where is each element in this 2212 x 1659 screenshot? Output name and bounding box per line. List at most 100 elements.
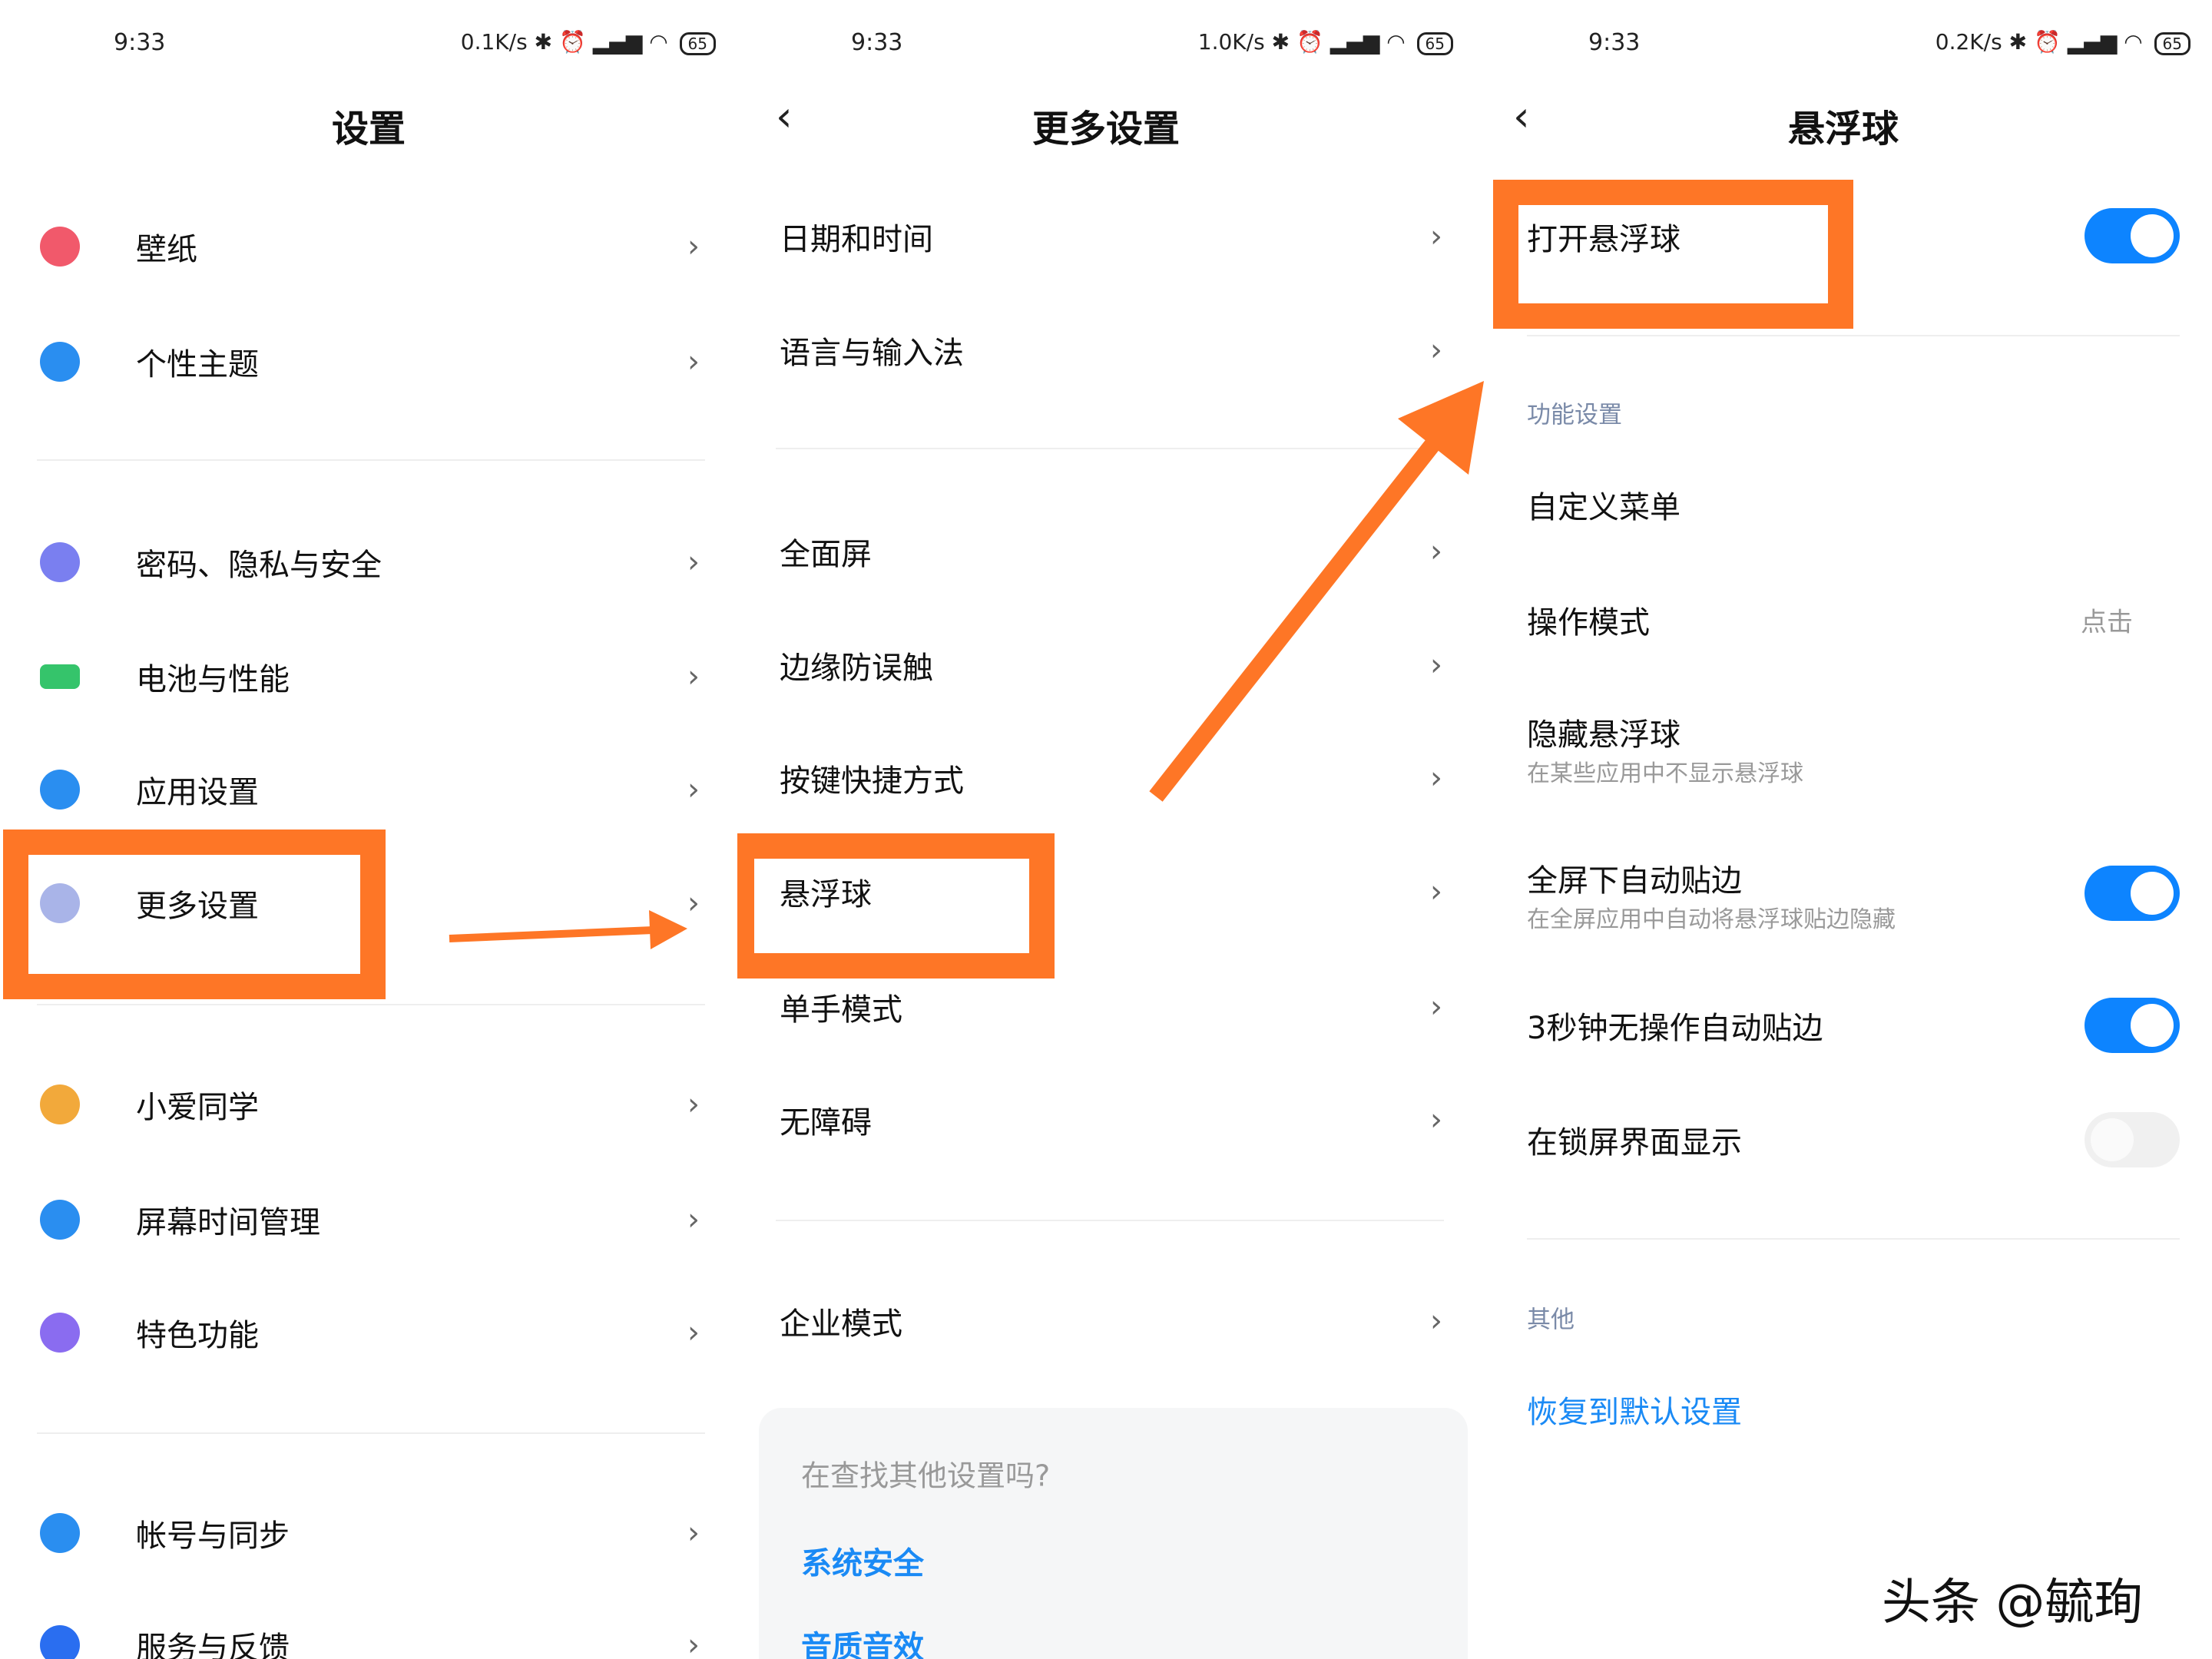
chevron-right-icon: › [1430, 989, 1442, 1025]
fingerprint-icon [40, 542, 80, 582]
setting-description: 在某些应用中不显示悬浮球 [1527, 760, 1803, 787]
settings-item-label: 无障碍 [780, 1105, 872, 1141]
suggestion-card [759, 1408, 1468, 1659]
panel-2: 9:33 1.0K/s ✱ ⏰ ▂▄▆ ◠ 65 更多设置 ‹ 日期和时间 › 语言与输入法… [737, 0, 1475, 1659]
chevron-right-icon: › [687, 1087, 700, 1122]
chevron-right-icon: › [1430, 333, 1442, 368]
chevron-right-icon: › [687, 229, 700, 264]
chevron-right-icon: › [687, 545, 700, 580]
settings-item-label: 悬浮球 [780, 877, 872, 912]
chevron-right-icon: › [687, 659, 700, 694]
settings-item-label: 边缘防误触 [780, 651, 933, 686]
gear-icon [40, 770, 80, 810]
back-icon[interactable]: ‹ [776, 92, 793, 141]
divider [776, 448, 1444, 449]
section-header: 功能设置 [1527, 401, 1622, 429]
reset-defaults-link[interactable]: 恢复到默认设置 [1527, 1395, 1742, 1430]
open-float-ball-toggle[interactable] [2085, 208, 2180, 263]
status-icons: ✱ ⏰ ▂▄▆ ◠ [2002, 29, 2150, 55]
suggestion-prompt: 在查找其他设置吗? [801, 1459, 1051, 1493]
setting-label: 3秒钟无操作自动贴边 [1527, 1011, 1823, 1046]
setting-toggle[interactable] [2085, 866, 2180, 921]
suggestion-link[interactable]: 系统安全 [801, 1546, 924, 1581]
suggestion-link[interactable]: 音质音效 [801, 1630, 924, 1659]
settings-item-label: 语言与输入法 [780, 336, 964, 371]
highlight-box [3, 830, 386, 999]
status-icons: ✱ ⏰ ▂▄▆ ◠ [1264, 29, 1412, 55]
settings-item-label: 单手模式 [780, 992, 902, 1028]
page-title: 悬浮球 [1787, 108, 1899, 151]
setting-toggle[interactable] [2085, 1112, 2180, 1167]
section-header: 其他 [1527, 1306, 1575, 1334]
chevron-right-icon: › [1430, 647, 1442, 683]
setting-label: 隐藏悬浮球 [1527, 717, 1681, 753]
chevron-right-icon: › [687, 1202, 700, 1237]
setting-label: 在锁屏界面显示 [1527, 1125, 1742, 1161]
screen-time-icon [40, 1200, 80, 1240]
status-time: 9:33 [1588, 29, 1641, 56]
highlight-box [737, 833, 1055, 979]
settings-item-label: 服务与反馈 [136, 1631, 290, 1659]
divider [1527, 335, 2180, 336]
chevron-right-icon: › [687, 1515, 700, 1551]
chevron-right-icon: › [1430, 534, 1442, 569]
divider [37, 1004, 705, 1005]
setting-description: 在全屏应用中自动将悬浮球贴边隐藏 [1527, 906, 1896, 933]
divider [37, 1432, 705, 1434]
setting-value: 点击 [2081, 607, 2133, 638]
setting-label: 操作模式 [1527, 605, 1650, 641]
divider [37, 459, 705, 461]
setting-label: 全屏下自动贴边 [1527, 863, 1742, 899]
panel-1: 9:33 0.1K/s ✱ ⏰ ▂▄▆ ◠ 65 设置壁纸 › 个性主题 › 密码、隐私与安… [0, 0, 737, 1659]
settings-item-label: 电池与性能 [136, 662, 290, 697]
more-icon [40, 883, 80, 923]
settings-item-label: 企业模式 [780, 1306, 902, 1342]
settings-item-label: 壁纸 [136, 232, 197, 267]
page-title: 设置 [331, 108, 406, 151]
settings-item-label: 小爱同学 [136, 1090, 259, 1125]
chevron-right-icon: › [687, 1628, 700, 1659]
settings-item-label: 按键快捷方式 [780, 763, 964, 799]
back-icon[interactable]: ‹ [1513, 92, 1530, 141]
settings-item-label: 更多设置 [136, 889, 259, 924]
settings-item-label: 特色功能 [136, 1318, 259, 1353]
service-icon [40, 1625, 80, 1659]
watermark: 头条 @毓珣 [1882, 1575, 2144, 1631]
chevron-right-icon: › [1430, 1102, 1442, 1137]
chevron-right-icon: › [1430, 874, 1442, 909]
chevron-right-icon: › [687, 344, 700, 379]
settings-item-label: 个性主题 [136, 347, 259, 382]
status-icons: ✱ ⏰ ▂▄▆ ◠ [527, 29, 675, 55]
settings-item-label: 日期和时间 [780, 222, 933, 257]
settings-item-label: 应用设置 [136, 775, 259, 810]
network-speed: 0.1K/s [460, 29, 528, 55]
chevron-right-icon: › [1430, 219, 1442, 254]
network-speed: 0.2K/s [1935, 29, 2002, 55]
status-bar-right: 1.0K/s ✱ ⏰ ▂▄▆ ◠ 65 [1198, 29, 1453, 55]
xiaoai-icon [40, 1084, 80, 1124]
wallpaper-icon [40, 227, 80, 267]
status-time: 9:33 [851, 29, 903, 56]
chevron-right-icon: › [1430, 1303, 1442, 1339]
battery-icon: 65 [2154, 32, 2190, 55]
network-speed: 1.0K/s [1197, 29, 1265, 55]
page-title: 更多设置 [1031, 108, 1180, 151]
settings-item-label: 密码、隐私与安全 [136, 548, 382, 583]
chevron-right-icon: › [1430, 760, 1442, 796]
settings-item-label: 帐号与同步 [136, 1518, 290, 1554]
chevron-right-icon: › [687, 1315, 700, 1350]
divider [776, 1220, 1444, 1221]
settings-item-label: 全面屏 [780, 537, 872, 572]
setting-toggle[interactable] [2085, 998, 2180, 1053]
highlight-box [1493, 180, 1853, 329]
battery-icon: 65 [1416, 32, 1453, 55]
user-icon [40, 1513, 80, 1553]
status-bar-right: 0.1K/s ✱ ⏰ ▂▄▆ ◠ 65 [461, 29, 716, 55]
chevron-right-icon: › [687, 886, 700, 921]
setting-label: 自定义菜单 [1527, 490, 1681, 525]
battery-icon: 65 [679, 32, 716, 55]
settings-item-label: 屏幕时间管理 [136, 1205, 320, 1240]
status-time: 9:33 [114, 29, 166, 56]
theme-icon [40, 342, 80, 382]
